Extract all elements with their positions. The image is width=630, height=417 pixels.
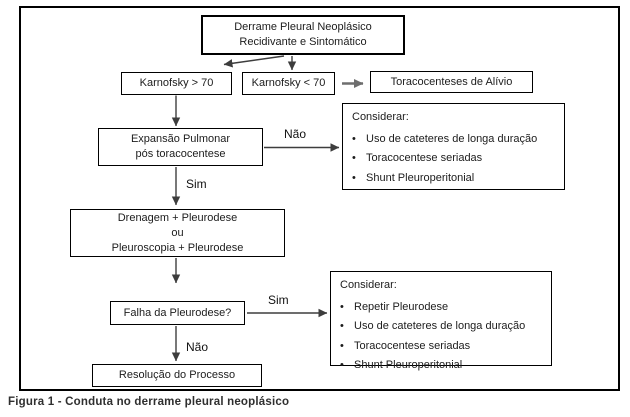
considerar-1-title: Considerar: [352, 111, 409, 123]
node-drenagem-line3: Pleuroscopia + Pleurodese [111, 241, 244, 254]
considerar-2-item: • Shunt Pleuroperitonial [340, 358, 542, 372]
considerar-2-item: • Repetir Pleurodese [340, 300, 542, 314]
node-resolucao-processo-label: Resolução do Processo [118, 369, 236, 381]
considerar-1-item: • Shunt Pleuroperitonial [352, 171, 555, 185]
node-toracocenteses-alivio-label: Toracocenteses de Alívio [390, 75, 513, 88]
considerar-2-item-text: Repetir Pleurodese [354, 300, 449, 313]
node-karnofsky-high: Karnofsky > 70 [121, 72, 232, 95]
node-resolucao-processo: Resolução do Processo [92, 364, 262, 387]
considerar-1-item-text: Shunt Pleuroperitonial [366, 171, 475, 184]
node-derrame-pleural-line1: Derrame Pleural Neoplásico [234, 21, 372, 33]
node-toracocenteses-alivio: Toracocenteses de Alívio [370, 71, 533, 93]
node-derrame-pleural: Derrame Pleural Neoplásico Recidivante e… [201, 15, 405, 55]
node-expansao-pulmonar-line2: pós toracocentese [135, 148, 226, 160]
considerar-2-item: • Uso de cateteres de longa duração [340, 319, 542, 333]
node-drenagem-pleurodese: Drenagem + Pleurodese ou Pleuroscopia + … [70, 209, 285, 257]
node-drenagem-line1: Drenagem + Pleurodese [117, 211, 238, 224]
bullet-icon: • [352, 132, 356, 145]
considerar-2-item-text: Shunt Pleuroperitonial [354, 359, 463, 371]
bullet-icon: • [340, 339, 344, 352]
considerar-1-item-text: Toracocentese seriadas [366, 152, 483, 164]
bullet-icon: • [352, 171, 356, 184]
edge-label-nao-expansao: Não [284, 127, 307, 141]
bullet-icon: • [340, 320, 344, 332]
bullet-icon: • [340, 300, 344, 313]
edge-label-sim-falha: Sim [268, 293, 289, 307]
node-derrame-pleural-line2: Recidivante e Sintomático [239, 36, 367, 48]
figure-caption: Figura 1 - Conduta no derrame pleural ne… [8, 396, 290, 408]
bullet-icon: • [340, 359, 344, 371]
node-falha-pleurodese-label: Falha da Pleurodese? [123, 306, 232, 319]
considerar-1-item: • Toracocentese seriadas [352, 151, 555, 165]
considerar-2-item-text: Toracocentese seriadas [354, 339, 471, 352]
considerar-2-item-text: Uso de cateteres de longa duração [354, 320, 526, 332]
node-drenagem-line2: ou [171, 226, 184, 239]
node-considerar-1: Considerar: • Uso de cateteres de longa … [342, 103, 565, 190]
edge-label-nao-falha: Não [186, 340, 209, 354]
considerar-1-item: • Uso de cateteres de longa duração [352, 132, 555, 146]
bullet-icon: • [352, 152, 356, 164]
edge-label-sim-expansao: Sim [186, 177, 207, 191]
considerar-1-item-text: Uso de cateteres de longa duração [366, 132, 538, 145]
considerar-2-title: Considerar: [340, 279, 397, 291]
node-falha-pleurodese: Falha da Pleurodese? [110, 301, 245, 325]
considerar-2-item: • Toracocentese seriadas [340, 339, 542, 353]
node-karnofsky-high-label: Karnofsky > 70 [139, 77, 214, 89]
node-expansao-pulmonar: Expansão Pulmonar pós toracocentese [98, 128, 263, 166]
node-considerar-2: Considerar: • Repetir Pleurodese • Uso d… [330, 271, 552, 371]
node-karnofsky-low-label: Karnofsky < 70 [251, 77, 326, 89]
node-karnofsky-low: Karnofsky < 70 [242, 72, 335, 95]
node-expansao-pulmonar-line1: Expansão Pulmonar [130, 133, 231, 145]
